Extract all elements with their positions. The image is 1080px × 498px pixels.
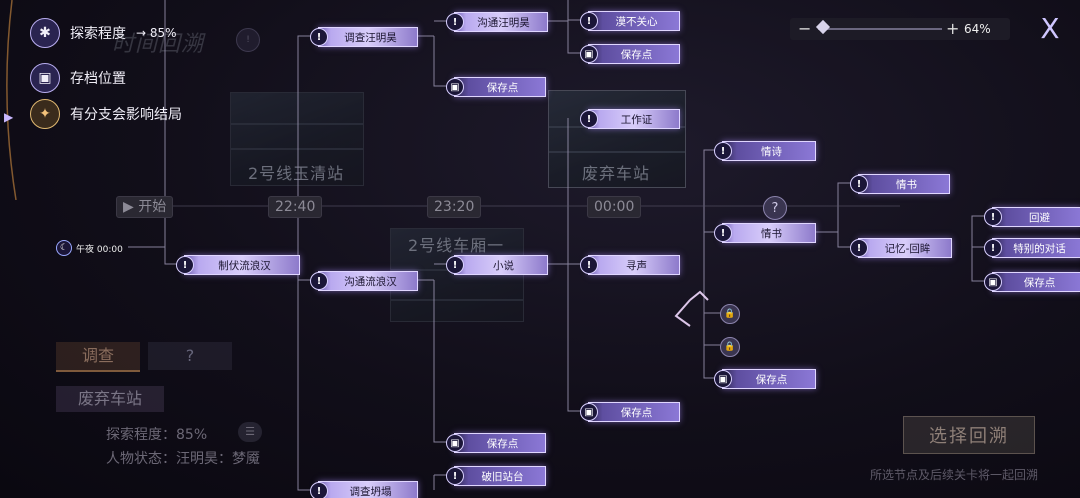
node-special-talk[interactable]: !特别的对话 bbox=[984, 238, 1080, 258]
timeline-start[interactable]: ▶ 开始 bbox=[116, 196, 174, 218]
timeline-time-3: 00:00 bbox=[587, 196, 642, 218]
save-icon: ▣ bbox=[580, 403, 598, 421]
station-title-train: 2号线车厢一 bbox=[408, 236, 505, 255]
station-title-abandoned: 废弃车站 bbox=[582, 164, 651, 183]
node-subdue-tramp[interactable]: !制伏流浪汉 bbox=[176, 255, 300, 275]
branch-alert-icon: ! bbox=[714, 142, 732, 160]
legend-save: ▣ 存档位置 bbox=[30, 63, 126, 93]
drawer-arrow-icon[interactable]: ▶ bbox=[4, 110, 14, 124]
zoom-level: 64% bbox=[964, 22, 991, 36]
select-rewind-button[interactable]: 选择回溯 bbox=[903, 416, 1035, 454]
moon-icon: ☾ bbox=[56, 240, 72, 256]
branch-alert-icon: ! bbox=[984, 208, 1002, 226]
chapter-title: 时间回溯 bbox=[112, 32, 205, 57]
play-icon: ▶ bbox=[123, 199, 134, 215]
branch-alert-icon: ! bbox=[446, 467, 464, 485]
info-explore: 探索程度：85% bbox=[106, 427, 208, 443]
node-investigate-wang[interactable]: !调查汪明昊 bbox=[310, 27, 418, 47]
legend-branch: ✦ 有分支会影响结局 bbox=[30, 99, 182, 129]
side-ornament bbox=[0, 0, 17, 201]
node-avoid[interactable]: !回避 bbox=[984, 207, 1080, 227]
zoom-slider-track[interactable] bbox=[815, 19, 942, 35]
save-icon: ▣ bbox=[580, 45, 598, 63]
branch-alert-icon: ! bbox=[446, 13, 464, 31]
branch-alert-icon: ! bbox=[580, 12, 598, 30]
node-save-b[interactable]: ▣保存点 bbox=[446, 77, 546, 97]
timeline-unknown-marker: ? bbox=[763, 196, 787, 220]
save-icon: ▣ bbox=[984, 273, 1002, 291]
lock-icon: 🔒 bbox=[720, 337, 740, 357]
node-save-f[interactable]: ▣保存点 bbox=[446, 433, 546, 453]
node-save-d[interactable]: ▣保存点 bbox=[984, 272, 1080, 292]
branch-alert-icon: ! bbox=[580, 110, 598, 128]
node-talk-tramp[interactable]: !沟通流浪汉 bbox=[310, 271, 418, 291]
node-love-letter-2[interactable]: !情书 bbox=[850, 174, 950, 194]
zoom-in-button[interactable]: + bbox=[946, 19, 960, 38]
node-save-a[interactable]: ▣保存点 bbox=[580, 44, 680, 64]
node-seek-sound[interactable]: !寻声 bbox=[580, 255, 680, 275]
node-love-letter[interactable]: !情书 bbox=[714, 223, 816, 243]
lock-icon: 🔒 bbox=[720, 304, 740, 324]
node-talk-wang[interactable]: !沟通汪明昊 bbox=[446, 12, 548, 32]
info-location: 废弃车站 bbox=[56, 386, 164, 412]
branch-alert-icon: ! bbox=[310, 28, 328, 46]
save-icon: ▣ bbox=[446, 78, 464, 96]
branch-alert-icon: ! bbox=[850, 175, 868, 193]
branch-emblem-icon: ✦ bbox=[30, 99, 60, 129]
node-memory-return[interactable]: !记忆-回眸 bbox=[850, 238, 952, 258]
info-tab-investigate[interactable]: 调查 bbox=[56, 342, 140, 372]
puzzle-icon: ✱ bbox=[30, 18, 60, 48]
node-broken-platform[interactable]: !破旧站台 bbox=[446, 466, 546, 486]
station-thumbnail-yuqing bbox=[230, 92, 364, 186]
close-button[interactable]: X bbox=[1040, 12, 1060, 45]
info-list-icon[interactable]: ☰ bbox=[238, 422, 262, 442]
rewind-hint: 所选节点及后续关卡将一起回溯 bbox=[870, 468, 1039, 482]
save-icon: ▣ bbox=[714, 370, 732, 388]
branch-alert-icon: ! bbox=[446, 256, 464, 274]
branch-alert-icon: ! bbox=[176, 256, 194, 274]
info-status: 人物状态：汪明昊：梦魇 bbox=[106, 451, 260, 467]
branch-alert-icon: ! bbox=[310, 482, 328, 498]
zoom-out-button[interactable]: − bbox=[798, 19, 812, 38]
station-thumbnail-abandoned bbox=[548, 90, 686, 188]
save-icon: ▣ bbox=[446, 434, 464, 452]
legend-explore: ✱ 探索程度 → 85% bbox=[30, 18, 177, 48]
node-save-e[interactable]: ▣保存点 bbox=[580, 402, 680, 422]
zoom-slider-thumb[interactable] bbox=[815, 19, 831, 35]
branch-alert-icon: ! bbox=[984, 239, 1002, 257]
node-investigate-collapse[interactable]: !调查坍塌 bbox=[310, 481, 418, 498]
timeline-time-2: 23:20 bbox=[427, 196, 482, 218]
branch-alert-icon: ! bbox=[580, 256, 598, 274]
branch-alert-icon: ! bbox=[310, 272, 328, 290]
zoom-control: − + 64% bbox=[790, 18, 1010, 40]
info-tab-unknown[interactable]: ? bbox=[148, 342, 232, 370]
station-title-yuqing: 2号线玉清站 bbox=[248, 164, 345, 183]
node-novel[interactable]: !小说 bbox=[446, 255, 548, 275]
branch-alert-icon: ! bbox=[850, 239, 868, 257]
node-love-poem[interactable]: !情诗 bbox=[714, 141, 816, 161]
node-indifferent[interactable]: !漠不关心 bbox=[580, 11, 680, 31]
chapter-alert-icon: ! bbox=[236, 28, 260, 52]
save-icon: ▣ bbox=[30, 63, 60, 93]
branch-alert-icon: ! bbox=[714, 224, 732, 242]
node-save-c[interactable]: ▣保存点 bbox=[714, 369, 816, 389]
midnight-marker: ☾ 午夜 00:00 bbox=[56, 240, 123, 256]
timeline-time-1: 22:40 bbox=[268, 196, 323, 218]
node-work-card[interactable]: !工作证 bbox=[580, 109, 680, 129]
